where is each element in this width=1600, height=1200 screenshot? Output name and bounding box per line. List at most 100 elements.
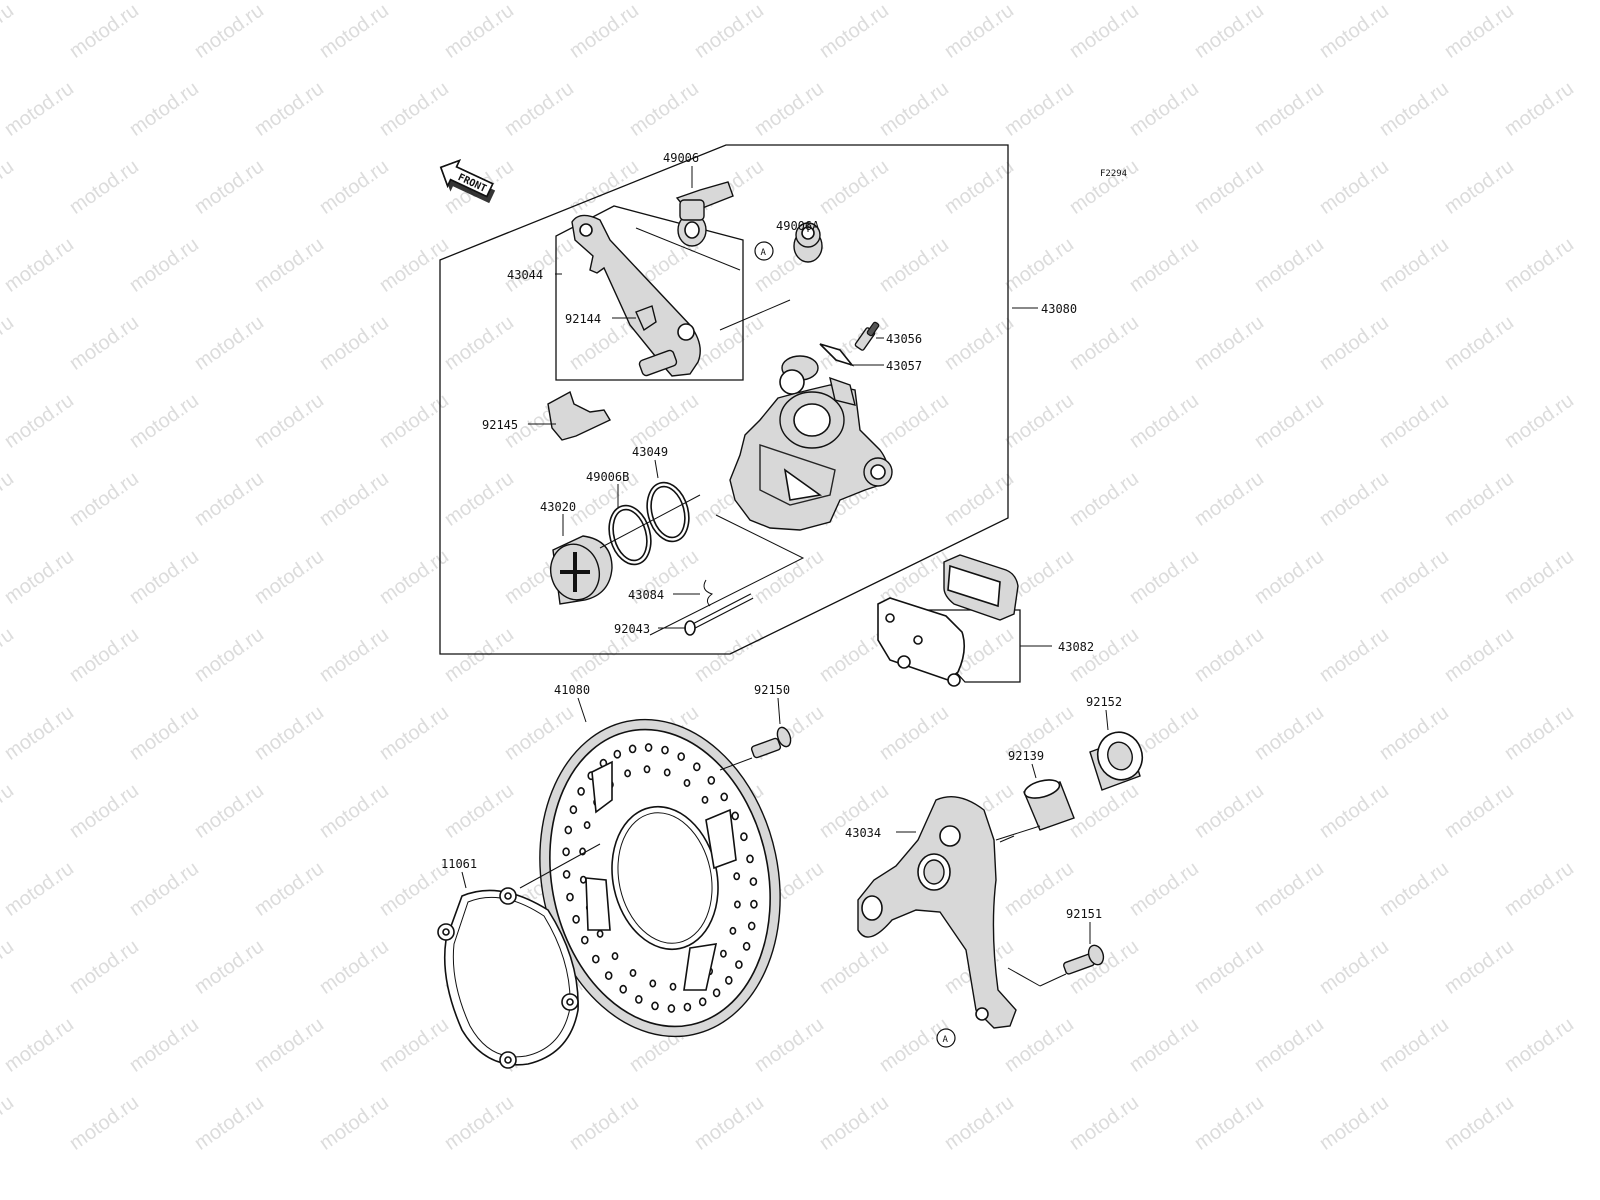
disc-hole: [669, 982, 677, 991]
label-92151: 92151: [1066, 907, 1102, 921]
label-43082: 43082: [1058, 640, 1094, 654]
label-43080: 43080: [1041, 302, 1077, 316]
pad-spring-92145: [547, 390, 611, 441]
boot-49006: [675, 181, 734, 247]
label-49006B: 49006B: [586, 470, 629, 484]
disc-hole: [747, 921, 756, 931]
label-43056: 43056: [886, 332, 922, 346]
label-43057: 43057: [886, 359, 922, 373]
clip-92144: [635, 305, 657, 332]
disc-hole: [733, 872, 741, 881]
disc-hole: [596, 929, 604, 938]
label-41080: 41080: [554, 683, 590, 697]
disc-hole: [611, 952, 619, 961]
caliper-bracket-43044: [571, 214, 791, 377]
disc-hole: [634, 995, 643, 1004]
disc-hole: [661, 745, 669, 755]
disc-hole: [644, 743, 653, 752]
label-92144: 92144: [565, 312, 601, 326]
bolt-92150: [719, 726, 792, 771]
disc-hole: [583, 821, 591, 830]
disc-hole: [735, 960, 743, 969]
disc-hole: [564, 825, 573, 835]
disc-hole: [580, 935, 589, 945]
disc-hole: [579, 875, 587, 884]
bleeder-valve-43056: [854, 321, 880, 351]
piston-43020: [550, 494, 701, 605]
cap-43057: [819, 343, 855, 367]
disc-hole: [749, 877, 758, 886]
disc-hole: [562, 870, 571, 879]
disc-hole: [649, 979, 657, 988]
label-92150: 92150: [754, 683, 790, 697]
disc-hole: [724, 975, 733, 985]
disc-hole: [577, 787, 585, 796]
disc-hole: [734, 900, 741, 909]
svg-text:A: A: [943, 1035, 949, 1045]
bracket-subframe: [555, 205, 744, 381]
label-43020: 43020: [540, 500, 576, 514]
svg-text:A: A: [761, 248, 767, 258]
disc-hole: [683, 778, 691, 787]
gasket-11061: [437, 843, 601, 1069]
disc-hole: [569, 805, 578, 815]
disc-hole: [591, 954, 600, 964]
front-arrow-icon: FRONT: [439, 159, 496, 204]
disc-hole: [731, 811, 740, 821]
disc-hole: [677, 752, 686, 761]
label-92152: 92152: [1086, 695, 1122, 709]
disc-hole: [624, 769, 631, 778]
label-49006: 49006: [663, 151, 699, 165]
disc-hole: [628, 744, 637, 754]
disc-hole: [667, 1004, 676, 1013]
disc-hole: [619, 984, 628, 994]
disc-hole: [604, 971, 613, 980]
disc-hole: [566, 892, 574, 902]
disc-hole: [720, 949, 727, 958]
label-43084: 43084: [628, 588, 664, 602]
ref-marker-a-bottom: A: [936, 1028, 956, 1048]
disc-hole: [740, 832, 748, 842]
collar-92139: [995, 779, 1075, 841]
disc-hole: [613, 749, 622, 759]
flanged-collar-92152: [1089, 731, 1144, 791]
caliper-body: [729, 355, 893, 531]
disc-hole: [712, 988, 721, 998]
label-43034: 43034: [845, 826, 881, 840]
disc-hole: [572, 914, 580, 924]
disc-hole: [720, 792, 729, 802]
bolt-92151: [1007, 944, 1105, 987]
pin-92043: [684, 593, 754, 636]
pad-subframe: [898, 609, 1021, 683]
leader-lines: [461, 166, 1109, 944]
disc-hole: [683, 1002, 692, 1012]
disc-hole: [663, 768, 671, 777]
disc-hole: [750, 899, 758, 909]
disc-hole: [707, 776, 716, 785]
boot-49006A: [793, 222, 823, 263]
disc-hole: [651, 1001, 659, 1011]
disc-hole: [643, 765, 651, 774]
label-92139: 92139: [1008, 749, 1044, 763]
label-49006A: 49006A: [776, 219, 820, 233]
label-11061: 11061: [441, 857, 477, 871]
label-92043: 92043: [614, 622, 650, 636]
label-43049: 43049: [632, 445, 668, 459]
disc-hole: [562, 847, 570, 857]
ref-marker-a-top: A: [754, 241, 774, 261]
caliper-assembly-frame: [439, 144, 1009, 655]
disc-hole: [729, 926, 737, 935]
label-43044: 43044: [507, 268, 543, 282]
disc-hole: [692, 762, 701, 772]
pin-clip-43084: [703, 579, 714, 607]
caliper-holder-43034: [857, 796, 1017, 1029]
disc-hole: [629, 968, 637, 977]
disc-hole: [746, 854, 754, 864]
diagram-code: F2294: [1100, 169, 1127, 179]
disc-hole: [742, 941, 751, 951]
brake-disc-41080: [539, 718, 781, 1038]
piston-seal-49006B: [608, 504, 652, 566]
brake-pads-43082: [877, 554, 1019, 687]
